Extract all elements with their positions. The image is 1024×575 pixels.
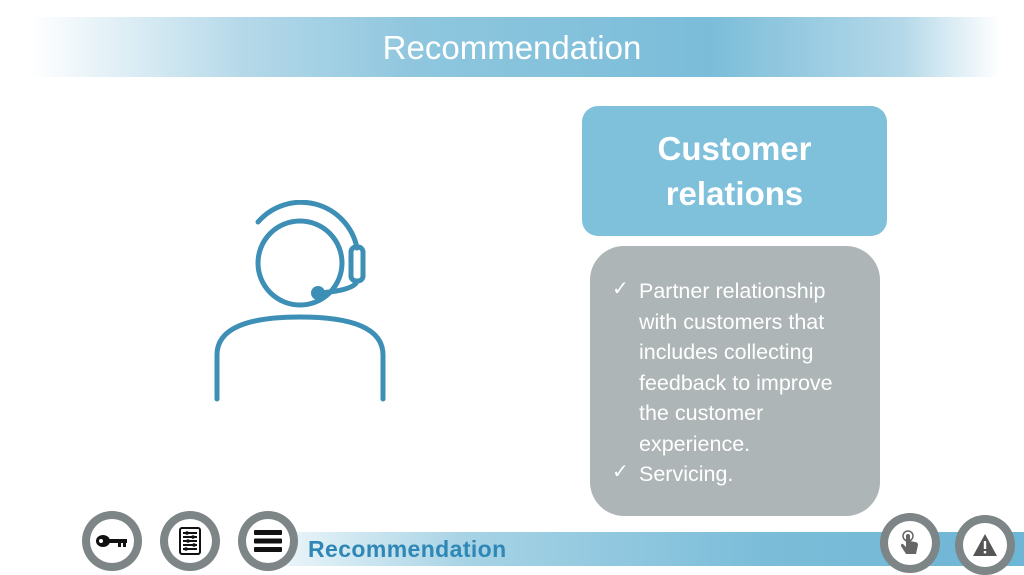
check-icon: ✓ — [612, 278, 629, 300]
bullet-text: Partner relationship with customers that… — [639, 279, 833, 456]
page-title: Recommendation — [382, 29, 642, 66]
footer-title: Recommendation — [308, 536, 507, 562]
bullet-text: Servicing. — [639, 462, 734, 486]
customer-support-agent-icon — [214, 200, 386, 402]
key-icon — [96, 535, 127, 547]
key-button[interactable] — [82, 511, 142, 571]
warning-icon — [973, 534, 997, 556]
bullet-item: ✓ Servicing. — [612, 459, 862, 490]
customer-relations-card: Customer relations — [582, 106, 887, 236]
bullet-item: ✓ Partner relationship with customers th… — [612, 276, 862, 459]
warning-button[interactable] — [955, 515, 1015, 575]
calculator-button[interactable] — [160, 511, 220, 571]
menu-button[interactable] — [238, 511, 298, 571]
bullets-card: ✓ Partner relationship with customers th… — [590, 246, 880, 516]
card-title: Customer relations — [657, 130, 812, 212]
check-icon: ✓ — [612, 461, 629, 483]
menu-icon — [254, 530, 282, 552]
touch-button[interactable] — [880, 513, 940, 573]
calculator-icon — [179, 527, 201, 555]
header-band — [30, 17, 1000, 77]
touch-icon — [901, 530, 918, 554]
